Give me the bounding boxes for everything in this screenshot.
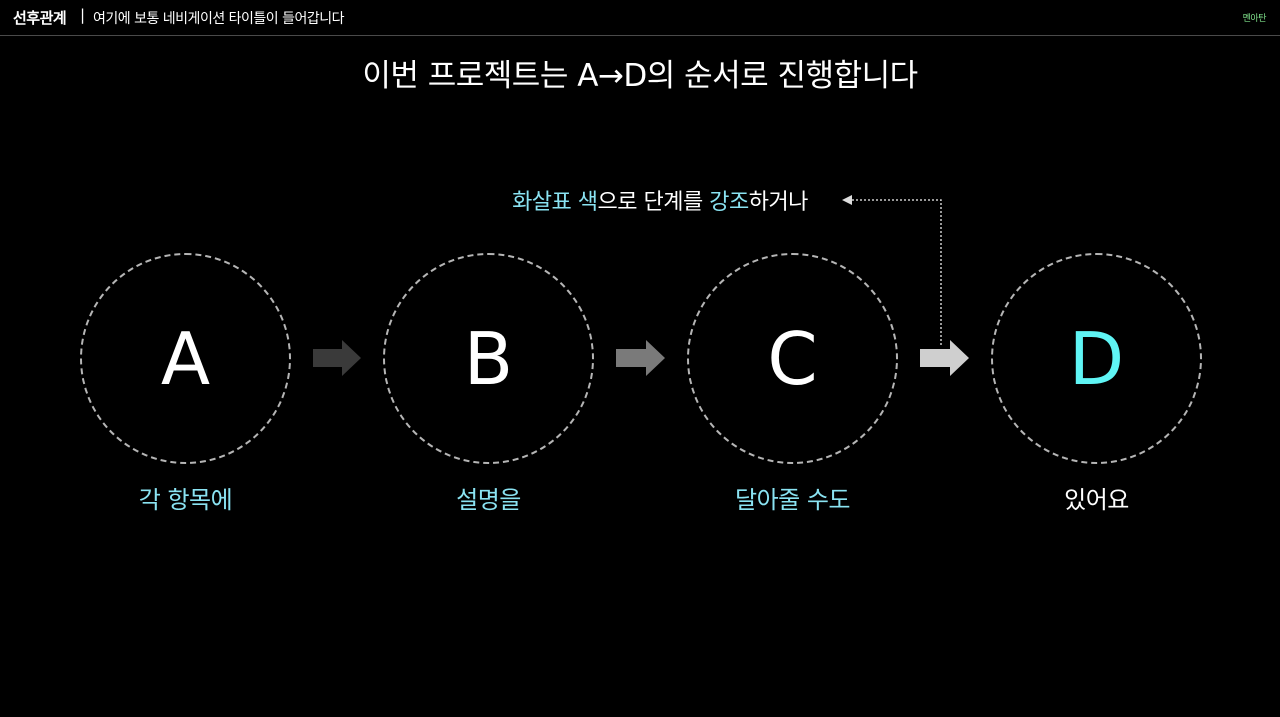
step-caption-a: 각 항목에 bbox=[138, 486, 233, 514]
annotation-highlight-emphasis: 강조 bbox=[709, 190, 749, 215]
dotted-callout-line bbox=[842, 195, 942, 345]
annotation-text-middle: 으로 단계를 bbox=[597, 190, 710, 215]
title-separator: | bbox=[80, 6, 86, 24]
annotation-highlight-arrow-color: 화살표 색 bbox=[512, 190, 598, 215]
step-circle-d bbox=[991, 253, 1202, 464]
arrow-icon-3 bbox=[920, 340, 969, 376]
top-navigation-bar: 선후관계 | 여기에 보통 네비게이션 타이틀이 들어갑니다 멘아탄 bbox=[0, 0, 1280, 36]
step-circle-a bbox=[80, 253, 291, 464]
step-letter-d: D bbox=[1068, 316, 1125, 401]
step-letter-a: A bbox=[160, 316, 211, 401]
step-circle-b bbox=[383, 253, 594, 464]
step-letter-c: C bbox=[767, 316, 818, 401]
arrow-icon-1 bbox=[313, 340, 361, 376]
corner-label: 멘아탄 bbox=[1242, 14, 1267, 24]
step-caption-c: 달아줄 수도 bbox=[734, 486, 851, 514]
step-circle-c bbox=[687, 253, 898, 464]
step-caption-b: 설명을 bbox=[456, 486, 521, 514]
step-letter-b: B bbox=[463, 316, 514, 401]
navigation-title: 여기에 보통 네비게이션 타이틀이 들어갑니다 bbox=[93, 11, 345, 27]
slide-title: 이번 프로젝트는 A→D의 순서로 진행합니다 bbox=[362, 58, 918, 94]
annotation-text: 화살표 색으로 단계를 강조하거나 bbox=[460, 184, 860, 216]
step-caption-d: 있어요 bbox=[1064, 486, 1129, 514]
annotation-text-end: 하거나 bbox=[748, 190, 809, 215]
arrow-icon-2 bbox=[616, 340, 665, 376]
brand-title: 선후관계 bbox=[13, 9, 67, 27]
